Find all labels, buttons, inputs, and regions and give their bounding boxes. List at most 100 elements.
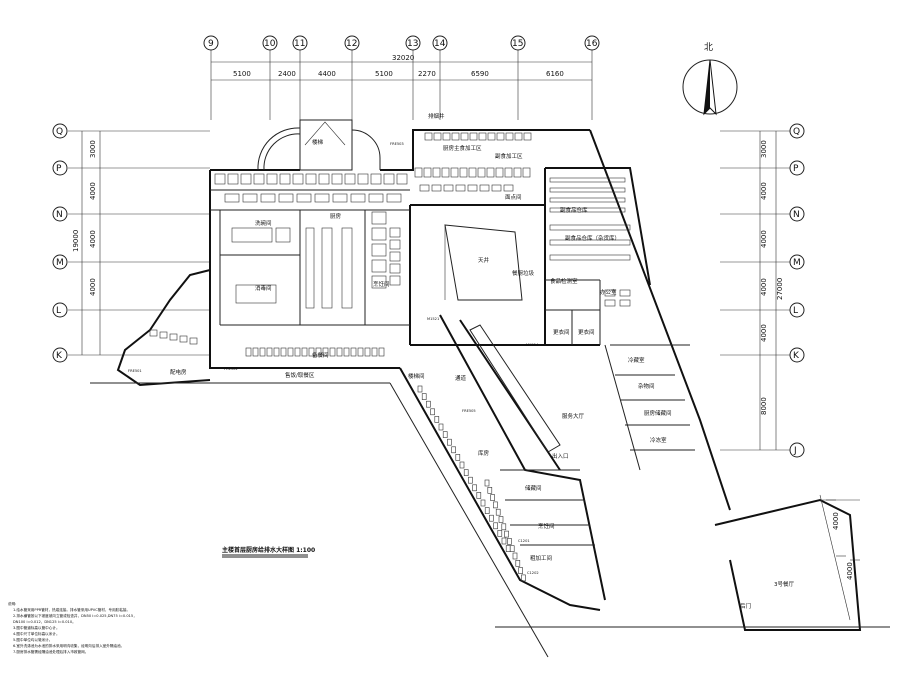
prep-unit — [423, 167, 432, 178]
axis-label: P — [56, 164, 62, 174]
sink-unit — [442, 132, 451, 141]
shelf-unit — [549, 254, 631, 261]
table-unit — [503, 184, 514, 192]
left-total-dim: 19000 — [72, 230, 80, 252]
left-dim: 4000 — [89, 182, 97, 200]
axis-label: 16 — [586, 39, 598, 49]
counter-unit — [368, 193, 384, 203]
range-unit — [396, 173, 408, 185]
counter-unit — [505, 545, 511, 552]
counter-unit — [332, 193, 348, 203]
range-unit — [370, 173, 382, 185]
cabinet-unit — [235, 284, 277, 304]
axis-label: 12 — [346, 39, 357, 49]
sink-unit — [424, 132, 433, 141]
note-line: 2.排水横管按以下坡度坡向立管或检查井，DN50 i=0.025,DN75 i=… — [13, 613, 137, 618]
range-unit — [214, 173, 226, 185]
counter-unit — [487, 486, 493, 494]
serving-well — [266, 347, 273, 357]
counter-unit — [515, 559, 521, 567]
serving-well — [245, 347, 252, 357]
serving-well — [357, 347, 364, 357]
counter-unit — [451, 446, 456, 454]
range-unit — [318, 173, 330, 185]
axis-label: K — [793, 351, 800, 361]
pipe-tag: FRE502 — [224, 367, 238, 371]
room-label: 楼梯间 — [408, 372, 425, 380]
shelf-unit — [549, 187, 626, 193]
panel-unit — [189, 337, 198, 345]
island-counter — [341, 227, 353, 309]
dim-seg: 2270 — [418, 70, 436, 78]
note-line: 5.图中单位均以毫米计。 — [13, 637, 52, 642]
room-label: 粗加工间 — [530, 554, 552, 562]
left-dim: 4000 — [89, 230, 97, 248]
right-dim: 4000 — [760, 182, 768, 200]
counter-unit — [417, 385, 423, 393]
counter-unit — [512, 552, 518, 560]
counter-unit — [430, 408, 435, 416]
dim-seg: 5100 — [233, 70, 251, 78]
range-unit — [371, 243, 387, 257]
axis-label: 15 — [512, 39, 523, 49]
room-label: 办公室 — [600, 288, 617, 296]
room-label: 天井 — [478, 256, 490, 264]
range-unit — [383, 173, 395, 185]
counter-unit — [242, 193, 258, 203]
counter-unit — [224, 193, 240, 203]
prep-unit — [441, 167, 450, 178]
right-axis-bubbles: Q P N M L K J — [789, 123, 805, 458]
note-line: 7.厨房排水管需经隔油池处理后排入市政管网。 — [13, 649, 88, 654]
pipe-tag: C1202 — [527, 571, 539, 575]
table-unit — [479, 184, 490, 192]
axis-label: 9 — [208, 39, 214, 49]
axis-label: 13 — [407, 39, 418, 49]
counter-unit — [501, 523, 507, 531]
island-counter — [321, 227, 333, 309]
axis-label: K — [56, 351, 63, 361]
counter-unit — [438, 423, 444, 431]
desk-unit — [604, 289, 616, 297]
sink-unit — [523, 132, 532, 141]
counter-unit — [501, 537, 507, 545]
counter-unit — [386, 193, 402, 203]
counter-unit — [434, 416, 440, 423]
prep-unit — [477, 167, 486, 178]
room-label: 排烟井 — [428, 112, 445, 120]
counter-unit — [518, 567, 523, 574]
room-label: 厨房主食加工区 — [443, 144, 482, 152]
room-label: 库房 — [478, 449, 490, 457]
note-line: 6.室外洗涤池为水池的排水采用明沟收集，经明沟后排入室外隔油池。 — [13, 643, 124, 648]
room-label: 服务大厅 — [562, 412, 585, 420]
sink-unit — [469, 132, 478, 141]
room-label: 洗碗间 — [255, 219, 272, 227]
right-dim: 4000 — [760, 278, 768, 296]
pipe-tag: FRE501 — [128, 369, 142, 373]
top-segment-dims: 5100 2400 4400 5100 2270 6590 6160 — [233, 70, 564, 78]
room-label: 后门 — [740, 602, 751, 610]
range-unit — [305, 173, 317, 185]
panel-unit — [169, 333, 178, 341]
room-label: 食品检测室 — [550, 277, 578, 285]
counter-unit — [459, 461, 465, 469]
serving-well — [350, 347, 357, 357]
note-line: 1.给水管采用PPR管材，热熔连接。排水管采用UPVC管材，专用胶粘接。 — [13, 607, 130, 612]
sink-unit — [478, 132, 487, 141]
range-unit — [389, 251, 401, 262]
serving-well — [322, 347, 329, 357]
axis-label: 14 — [434, 39, 446, 49]
range-unit — [371, 275, 387, 289]
room-label: 更衣间 — [553, 328, 570, 336]
room-label: 通道 — [455, 374, 467, 382]
room-label: 消毒间 — [255, 284, 272, 292]
room-label: 配电房 — [170, 368, 187, 376]
dim-seg: 6590 — [471, 70, 489, 78]
panel-unit — [179, 335, 188, 343]
counter-unit — [509, 545, 515, 553]
prep-unit — [513, 167, 522, 178]
counter-unit — [442, 431, 448, 438]
dim-seg: 2400 — [278, 70, 296, 78]
sink-unit — [487, 132, 496, 141]
right-dim: 3000 — [760, 140, 768, 158]
range-unit — [389, 275, 401, 286]
